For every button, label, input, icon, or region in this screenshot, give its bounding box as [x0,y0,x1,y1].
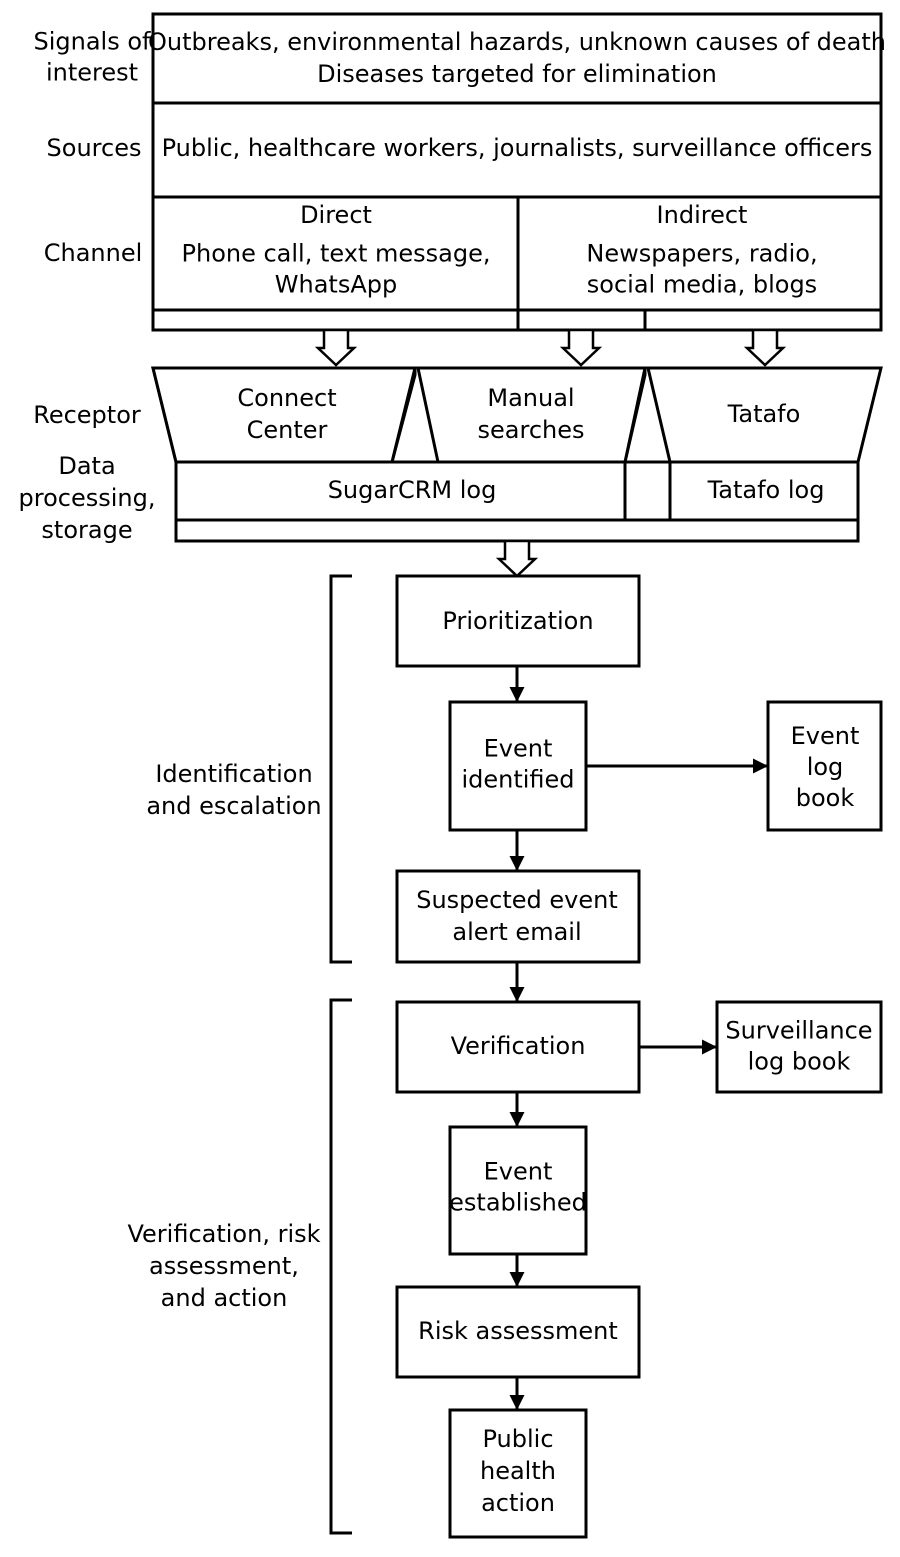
public-health-action-box [448,1408,588,1539]
text-line: Public, healthcare workers, journalists,… [162,134,873,162]
text-line: Surveillance [725,1017,872,1045]
text-line: and action [161,1284,288,1312]
row-label-sources: Sources [47,134,142,162]
bracket-verification [329,998,352,1535]
text-line: Signals of [34,28,152,56]
storage-base-bar [174,518,860,543]
risk-assessment-label: Risk assessment [418,1317,618,1345]
text-line: identified [461,766,574,794]
hollow-arrow-connect [314,328,358,367]
event-established-label: Event established [449,1158,587,1217]
text-line: Direct [300,201,372,229]
text-line: Sources [47,134,142,162]
event-log-book-box [766,700,883,832]
text-line: Manual [487,384,574,412]
text-line: Identification [155,760,312,788]
text-line: Event [791,722,860,750]
text-line: Receptor [33,401,141,429]
text-line: Diseases targeted for elimination [317,60,717,88]
channel-indirect-items: Newspapers, radio, social media, blogs [586,240,817,299]
text-line: Newspapers, radio, [586,240,817,268]
text-line: Risk assessment [418,1317,618,1345]
text-line: Tatafo [727,400,801,428]
sources-text: Public, healthcare workers, journalists,… [162,134,873,162]
receptor-manual-label: Manual searches [478,384,585,444]
channel-direct-items: Phone call, text message, WhatsApp [182,240,491,299]
sugarcrm-log-label: SugarCRM log [328,476,497,504]
tatafo-log-label: Tatafo log [707,476,825,504]
text-line: interest [46,59,138,87]
surveillance-log-book-label: Surveillance log book [725,1017,872,1076]
receptor-manual-searches [416,366,647,464]
hollow-arrow-processing [495,539,539,578]
signals-text: Outbreaks, environmental hazards, unknow… [148,28,886,88]
phase-label-identification: Identification and escalation [146,760,321,820]
text-line: SugarCRM log [328,476,497,504]
text-line: Prioritization [442,607,593,635]
row-label-processing: Data processing, storage [19,452,156,544]
public-health-action-label: Public health action [480,1425,556,1517]
text-line: book [796,784,855,812]
alert-email-box [395,869,641,964]
text-line: Suspected event [416,886,618,914]
channel-indirect-title: Indirect [657,201,748,229]
text-line: alert email [452,918,581,946]
text-line: Data [58,452,115,480]
text-line: action [481,1489,555,1517]
text-line: WhatsApp [275,271,397,299]
text-line: health [480,1457,556,1485]
text-line: Outbreaks, environmental hazards, unknow… [148,28,886,56]
text-line: log book [748,1048,851,1076]
alert-email-label: Suspected event alert email [416,886,618,946]
text-line: Event [484,1158,553,1186]
text-line: Verification, risk [127,1220,320,1248]
hollow-arrow-tatafo [743,328,787,367]
row-label-receptor: Receptor [33,401,141,429]
hollow-arrow-manual [559,328,603,367]
receptor-tatafo-label: Tatafo [727,400,801,428]
text-line: and escalation [146,792,321,820]
text-line: Tatafo log [707,476,825,504]
text-line: searches [478,416,585,444]
text-line: Event [484,735,553,763]
event-identified-label: Event identified [461,735,574,794]
text-line: processing, [19,484,156,512]
receptor-connect-center [151,366,417,464]
text-line: Center [247,416,328,444]
text-line: Phone call, text message, [182,240,491,268]
verification-label: Verification [451,1032,586,1060]
text-line: Verification [451,1032,586,1060]
text-line: assessment, [149,1252,299,1280]
text-line: established [449,1189,587,1217]
phase-label-verification: Verification, risk assessment, and action [127,1220,320,1312]
event-log-book-label: Event log book [791,722,860,812]
text-line: storage [41,516,132,544]
text-line: Indirect [657,201,748,229]
text-line: Public [482,1425,553,1453]
row-label-channel: Channel [44,239,143,267]
text-line: Connect [237,384,336,412]
bracket-identification [329,574,352,964]
text-line: log [807,753,844,781]
text-line: social media, blogs [587,271,817,299]
prioritization-label: Prioritization [442,607,593,635]
channel-direct-title: Direct [300,201,372,229]
verification-box [395,1000,641,1094]
row-label-signals: Signals of interest [34,28,152,87]
text-line: Channel [44,239,143,267]
